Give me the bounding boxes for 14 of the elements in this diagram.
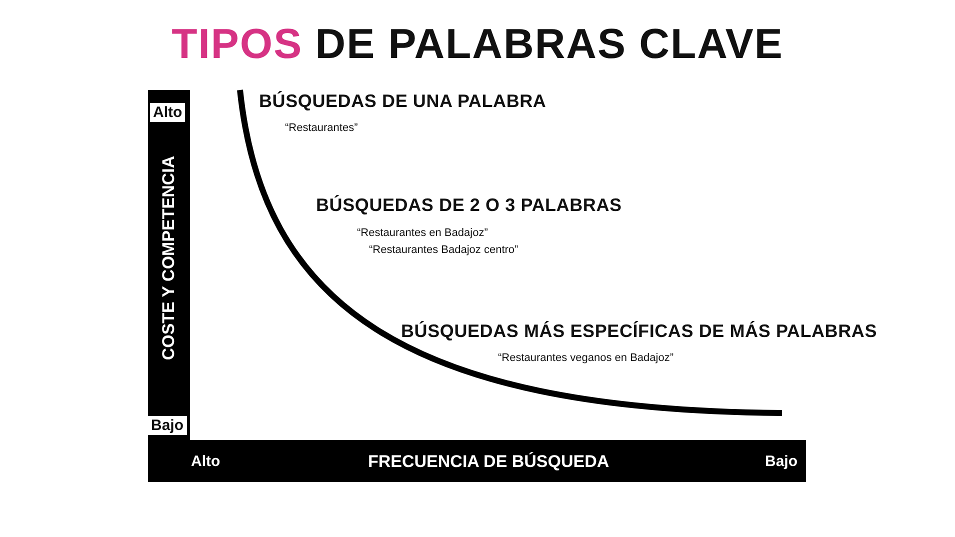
heading: BÚSQUEDAS MÁS ESPECÍFICAS DE MÁS PALABRAS — [401, 321, 878, 342]
axis-label: Alto — [191, 453, 220, 470]
example-text: “Restaurantes Badajoz centro” — [369, 244, 518, 256]
heading: BÚSQUEDAS DE 2 O 3 PALABRAS — [316, 195, 622, 216]
heading: BÚSQUEDAS DE UNA PALABRA — [259, 91, 546, 112]
title: TIPOS DE PALABRAS CLAVE — [170, 20, 784, 68]
axis-label: Alto — [150, 103, 186, 122]
example-text: “Restaurantes” — [285, 122, 358, 134]
axis-label: Bajo — [765, 453, 798, 470]
axis-label: Bajo — [148, 416, 187, 435]
example-text: “Restaurantes veganos en Badajoz” — [498, 352, 674, 364]
axis-title: FRECUENCIA DE BÚSQUEDA — [368, 452, 610, 472]
example-text: “Restaurantes en Badajoz” — [357, 227, 488, 239]
axis-title: COSTE Y COMPETENCIA — [159, 156, 179, 360]
